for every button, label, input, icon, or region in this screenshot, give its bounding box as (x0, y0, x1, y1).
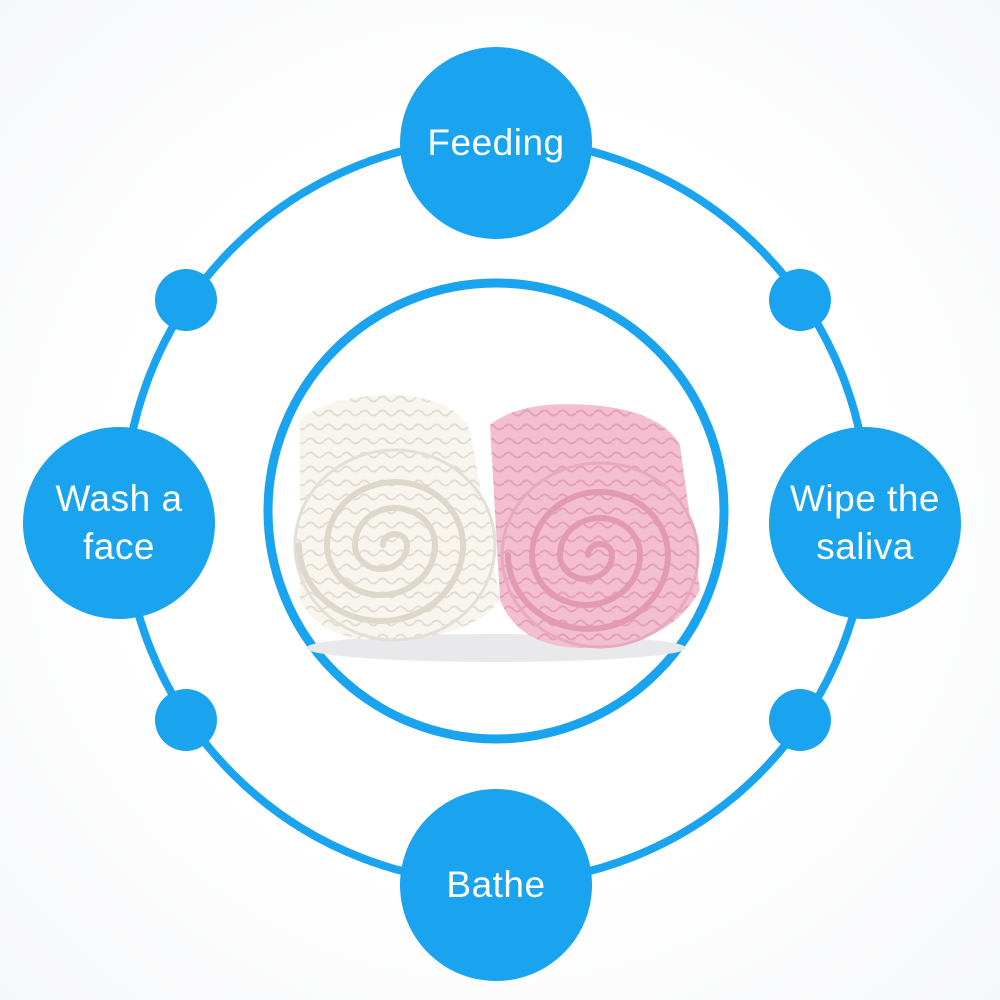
inner-ring (263, 278, 729, 744)
node-disc-feeding (400, 47, 592, 239)
node-wipe-label-line1: Wipe the (789, 478, 940, 519)
node-wash-label-line2: face (83, 526, 155, 567)
node-feeding: Feeding (401, 48, 591, 238)
node-bathe: Bathe (401, 790, 591, 980)
pink-towel-roll-icon (490, 404, 700, 649)
node-disc-bathe (400, 789, 592, 981)
connector-dot-top-right (769, 269, 831, 331)
node-bathe-label: Bathe (446, 864, 546, 905)
node-disc-wipe (769, 427, 961, 619)
node-wipe-label-line2: saliva (816, 526, 914, 567)
towels-image (293, 395, 700, 662)
node-wash-label-line1: Wash a (55, 478, 183, 519)
connector-dot-bottom-left (155, 689, 217, 751)
node-wash-a-face: Wash a face (24, 428, 214, 618)
connector-dot-bottom-right (769, 689, 831, 751)
node-disc-wash (23, 427, 215, 619)
connector-dot-top-left (155, 269, 217, 331)
white-towel-roll-icon (293, 395, 500, 642)
node-wipe-the-saliva: Wipe the saliva (770, 428, 960, 618)
node-feeding-label: Feeding (427, 122, 565, 163)
